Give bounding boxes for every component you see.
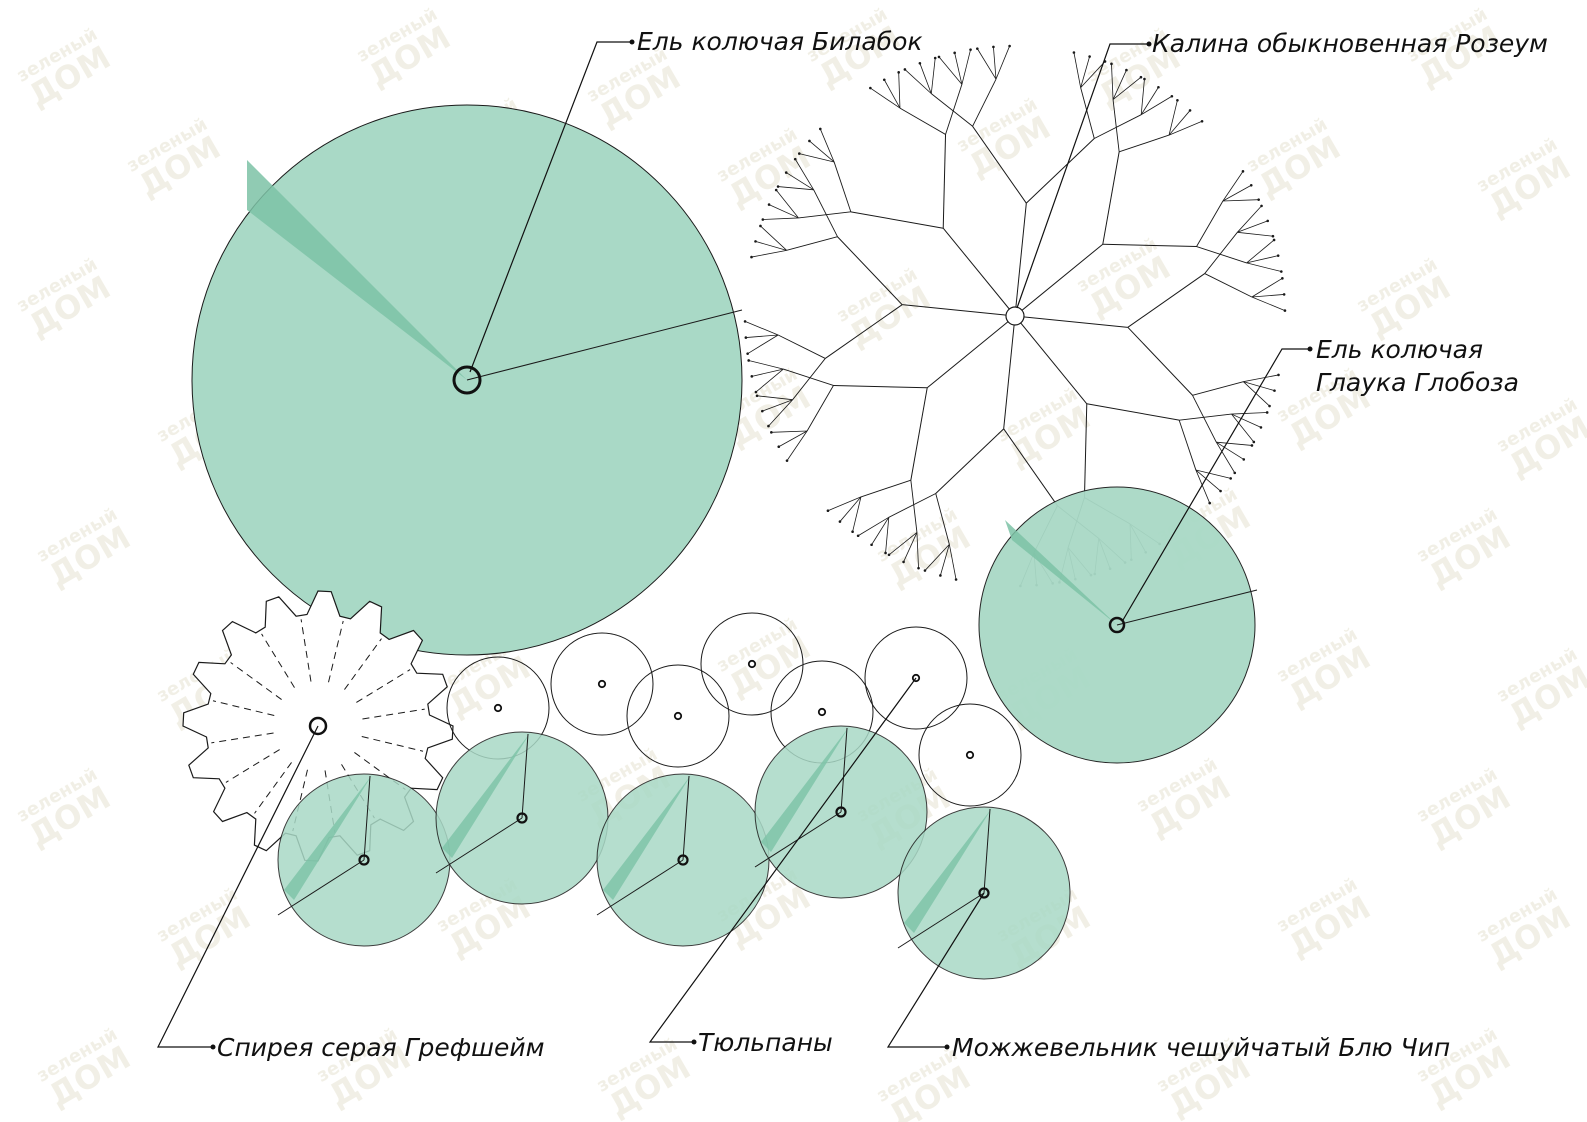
spruce-glauka-globoza [978, 486, 1258, 764]
juniper-circle [754, 725, 928, 899]
viburnum-rozeum [743, 44, 1287, 588]
label-spruce-bilabok: Ель колючая Билабок [637, 27, 922, 56]
tulip-circle [918, 703, 1022, 807]
tulip-circle [700, 612, 804, 716]
leader-lines [157, 41, 1310, 1048]
label-tulips: Тюльпаны [698, 1028, 833, 1057]
leader-dots [210, 39, 1313, 1050]
tulip-circle [626, 664, 730, 768]
label-juniper-blue-chip: Можжевельник чешуйчатый Блю Чип [952, 1033, 1450, 1062]
juniper-circle [277, 773, 451, 947]
juniper-circle [596, 773, 770, 947]
juniper-circle [435, 731, 609, 905]
tulip-circle [864, 626, 968, 730]
spruce-bilabok [191, 104, 743, 656]
label-spiraea-grefsheim: Спирея серая Грефшейм [217, 1033, 545, 1062]
label-viburnum-rozeum: Калина обыкновенная Розеум [1152, 29, 1548, 58]
tulip-circle [550, 632, 654, 736]
label-spruce-glauka-line1: Ель колючая [1316, 335, 1483, 364]
label-spruce-glauka-line2: Глаука Глобоза [1316, 368, 1519, 397]
juniper-group [277, 725, 1071, 980]
